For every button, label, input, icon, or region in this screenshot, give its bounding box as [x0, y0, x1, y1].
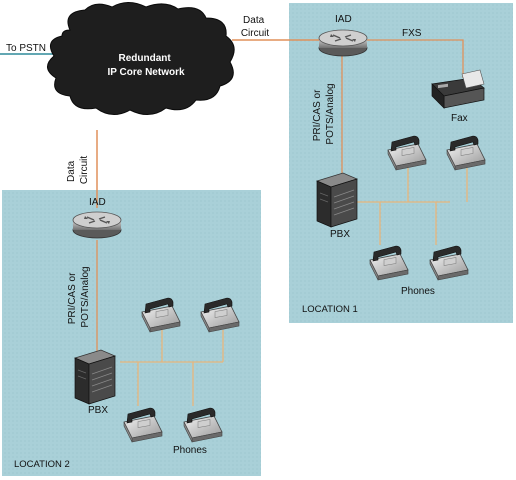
data-circuit-top-line1: Data	[243, 15, 265, 26]
trunk-label-location1-line1: PRI/CAS or	[312, 89, 323, 141]
trunk-label-location1-line2: POTS/Analog	[325, 83, 336, 144]
cloud-label-line2: IP Core Network	[107, 67, 184, 78]
svg-text:PRI/CAS or POTS/Analog: PRI/CAS or POTS/Analog	[67, 266, 91, 327]
iad-label-location1: IAD	[335, 14, 352, 25]
location2-name: LOCATION 2	[14, 459, 70, 470]
to-pstn-label: To PSTN	[6, 43, 46, 54]
phones-label-location2: Phones	[173, 445, 207, 456]
trunk-label-location2-line1: PRI/CAS or	[67, 272, 78, 324]
data-circuit-top-line2: Circuit	[241, 28, 270, 39]
svg-text:PRI/CAS or POTS/Analog: PRI/CAS or POTS/Analog	[312, 83, 336, 144]
location1-name: LOCATION 1	[302, 304, 358, 315]
ip-core-network-cloud	[47, 2, 235, 115]
fxs-label: FXS	[402, 28, 422, 39]
data-circuit-left-line1: Data	[66, 160, 77, 182]
iad-router-location2[interactable]	[72, 211, 122, 239]
phone-wiring-location2	[120, 330, 224, 406]
pbx-label-location1: PBX	[330, 229, 350, 240]
iad-label-location2: IAD	[89, 197, 106, 208]
fxs-line	[366, 39, 464, 78]
pbx-location1[interactable]	[316, 172, 358, 228]
phones-label-location1: Phones	[401, 286, 435, 297]
cloud-label-line1: Redundant	[119, 53, 172, 64]
iad-router-location1[interactable]	[318, 29, 368, 57]
phone-wiring-location1	[356, 168, 468, 245]
fax-icon[interactable]	[431, 69, 485, 109]
pbx-location2[interactable]	[74, 349, 116, 405]
data-circuit-left-line2: Circuit	[79, 156, 90, 185]
svg-text:Data Circuit: Data Circuit	[241, 15, 270, 39]
svg-text:Data Circuit: Data Circuit	[66, 156, 90, 185]
pbx-label-location2: PBX	[88, 405, 108, 416]
svg-text:Redundant IP Core Network: Redundant IP Core Network	[107, 53, 184, 78]
trunk-label-location2-line2: POTS/Analog	[80, 266, 91, 327]
fax-label: Fax	[451, 113, 468, 124]
